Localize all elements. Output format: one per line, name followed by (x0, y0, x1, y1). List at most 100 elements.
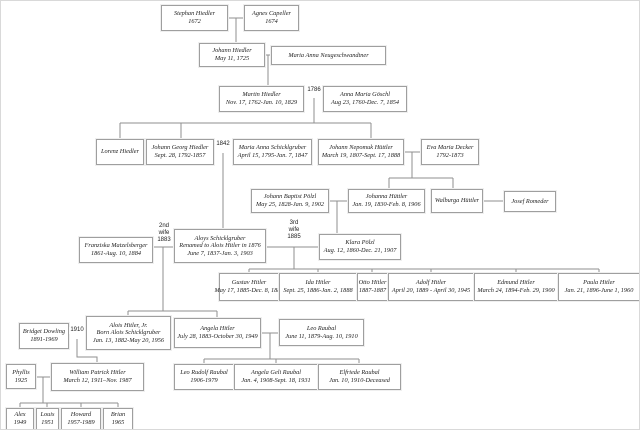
person-name: Johann Nepomuk Hüttler (329, 144, 393, 152)
person-dates: 1957-1989 (67, 419, 95, 426)
person-dates: Jan. 10, 1910-Deceased (329, 377, 390, 384)
marriage-label-line: 1786 (307, 87, 321, 93)
person-dates: 1906-1979 (190, 377, 218, 384)
person-dates: April 20, 1889 - April 30, 1945 (391, 287, 471, 294)
person-name: Eva Maria Decker (426, 144, 474, 152)
person-dates: 1672 (188, 18, 201, 25)
person-name: Bridget Dowling (22, 328, 66, 336)
person-name: Alex (14, 411, 26, 419)
person-dates: Nov. 17, 1762-Jan. 10, 1829 (225, 99, 298, 106)
person-name: Adolf Hitler (415, 279, 447, 287)
marriage-label-line: 3rd (289, 220, 299, 226)
person-name: Johanna Hüttler (365, 193, 408, 201)
person-name: Stephan Hiedler (173, 10, 216, 18)
person-name: Walburga Hüttler (434, 197, 480, 205)
marriage-label-1842: 1842 (215, 141, 231, 148)
person-dates: 1965 (111, 419, 125, 426)
person-name: Paula Hitler (583, 279, 615, 287)
person-dates: Jan. 13, 1882-May 20, 1956 (92, 336, 165, 344)
person-dates: 1925 (14, 376, 28, 384)
person-dates: Jan. 4, 1908-Sept. 18, 1931 (241, 377, 311, 384)
person-name: Angela Hitler (200, 325, 235, 333)
person-dates: 1674 (265, 18, 278, 25)
marriage-label-line: 1910 (70, 327, 84, 333)
person-name: Edmund Hitler (497, 279, 535, 287)
person-dates: 1861-Aug. 10, 1884 (90, 250, 142, 257)
person-name: Phyllis (12, 368, 30, 376)
marriage-label-1786: 1786 (306, 87, 322, 94)
person-name: Elfriede Raubal (339, 369, 380, 377)
person-dates: March 12, 1911–Nov. 1987 (63, 377, 132, 384)
person-dates: July 28, 1883-October 30, 1949 (177, 333, 258, 340)
person-name: Angela Geli Raubal (250, 369, 301, 377)
person-dates: March 24, 1894-Feb. 29, 1900 (477, 287, 555, 294)
person-dates: June 7, 1837-Jan. 3, 1903 (187, 249, 253, 257)
person-box-maria-anna-neugeschwandtner: Maria Anna Neugeschwandtner (271, 46, 386, 65)
person-dates: Jan. 19, 1830-Feb. 8, 1906 (352, 201, 421, 208)
person-dates: 1949 (13, 419, 27, 426)
person-dates: June 11, 1879-Aug. 10, 1910 (285, 332, 358, 340)
person-name: Johann Baptist Pölzl (263, 193, 317, 201)
person-dates: March 19, 1807-Sept. 17, 1888 (321, 152, 401, 159)
marriage-label-line: wife (158, 229, 170, 236)
person-name: Ida Hitler (305, 279, 331, 287)
person-name: Anna Maria Göschl (339, 91, 391, 99)
person-name: Johann Georg Hiedler (151, 144, 209, 152)
person-name: Franziska Matzelsberger (84, 242, 148, 250)
person-name: William Patrick Hitler (69, 369, 126, 377)
person-box-alois-hitler-jr: Alois Hitler, Jr.Born Alois Schicklgrube… (86, 316, 171, 350)
person-name: Leo Raubal (306, 324, 337, 332)
person-dates: 1887-1887 (358, 287, 387, 294)
person-name: Johann Hiedler (212, 47, 252, 55)
person-dates: Sept. 28, 1792-1857 (154, 152, 206, 159)
person-dates: Aug 23, 1760-Dec. 7, 1854 (330, 99, 400, 106)
person-dates: April 15, 1795-Jan. 7, 1847 (237, 152, 308, 159)
person-dates: May 17, 1885-Dec. 8, 1887 (214, 287, 284, 294)
marriage-label-line: 2nd (158, 223, 170, 229)
marriage-label-line: 1883 (157, 236, 171, 243)
person-name: Maria Anna Schicklgruber (238, 144, 307, 152)
person-box-josef-romeder: Josef Romeder (504, 191, 556, 212)
person-dates: Aug. 12, 1860-Dec. 21, 1907 (323, 247, 397, 254)
person-box-walburga-huttler: Walburga Hüttler (431, 189, 483, 213)
person-dates: Renamed to Alois Hitler in 1876 (179, 242, 261, 250)
person-name: Maria Anna Neugeschwandtner (288, 51, 369, 59)
marriage-label-line: wife (288, 226, 300, 233)
marriage-label-1910: 1910 (69, 327, 85, 334)
person-dates: 1792-1873 (436, 152, 464, 159)
person-dates: Born Alois Schicklgruber (96, 329, 161, 337)
person-name: Agnes Capeller (252, 10, 291, 18)
person-dates: Sept. 25, 1886-Jan. 2, 1888 (283, 287, 353, 294)
person-dates: Jan. 21, 1896-June 1, 1960 (564, 287, 634, 294)
person-name: Aloys Schicklgruber (194, 234, 246, 242)
